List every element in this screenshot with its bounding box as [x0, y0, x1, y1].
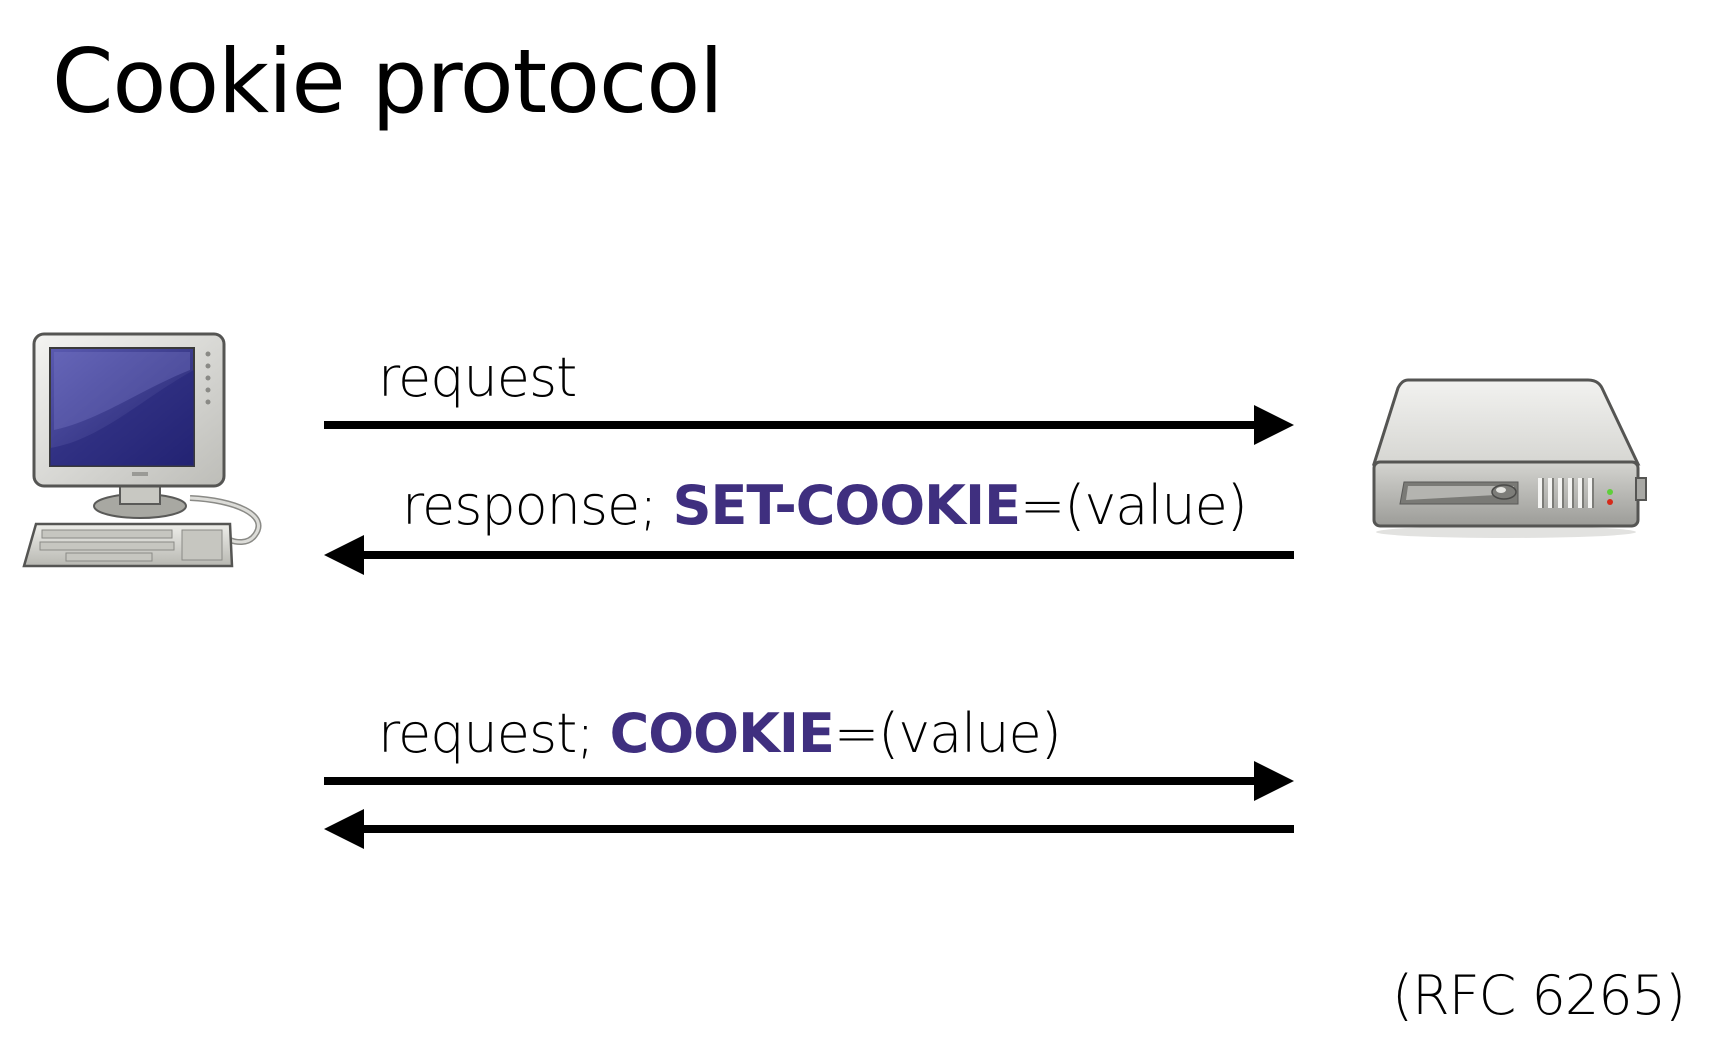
message-suffix: =(value)	[1020, 474, 1248, 537]
rfc-reference: (RFC 6265)	[1392, 964, 1686, 1027]
message-label-response-set-cookie: response; SET-COOKIE=(value)	[402, 474, 1248, 538]
message-label-request-cookie: request; COOKIE=(value)	[378, 702, 1062, 766]
message-suffix: =(value)	[833, 702, 1062, 765]
desktop-computer-icon	[20, 330, 270, 584]
arrow-response-1	[324, 535, 1294, 575]
cookie-keyword: COOKIE	[609, 702, 835, 765]
arrow-request-1	[324, 405, 1294, 445]
slide-title: Cookie protocol	[52, 30, 724, 133]
arrow-request-2	[324, 761, 1294, 801]
server-icon	[1368, 374, 1648, 548]
set-cookie-keyword: SET-COOKIE	[672, 474, 1021, 537]
message-text: request	[378, 346, 577, 409]
arrow-response-2	[324, 809, 1294, 849]
message-text: response;	[402, 474, 673, 537]
message-label-request: request	[378, 346, 577, 410]
message-text: request;	[378, 702, 610, 765]
